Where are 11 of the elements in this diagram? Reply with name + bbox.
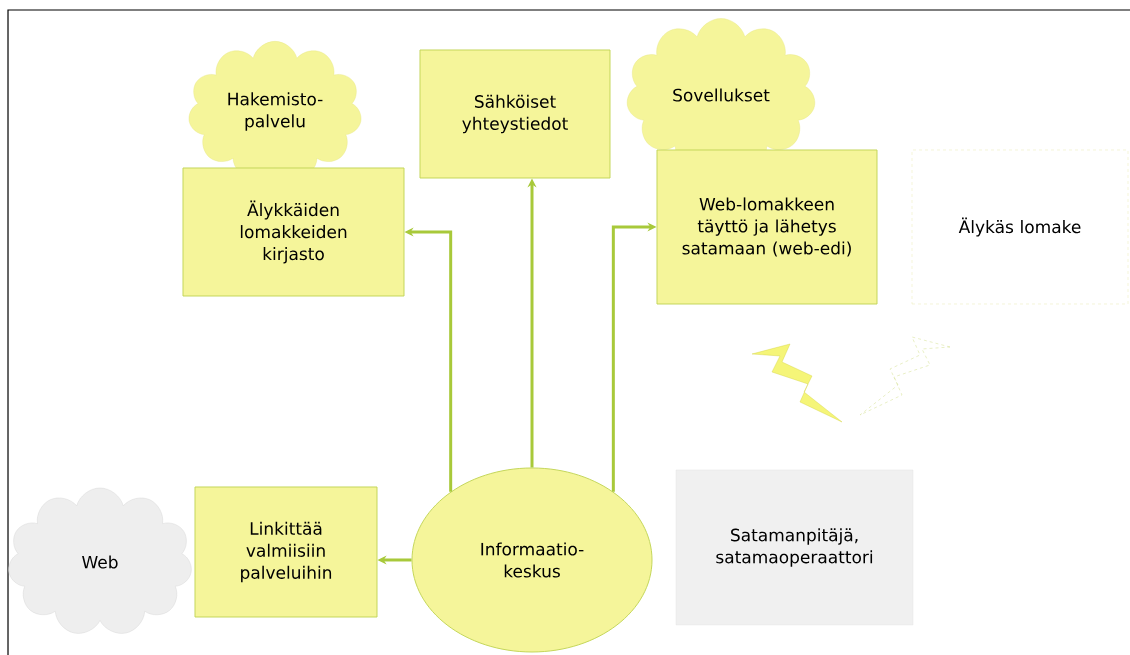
lightning-bolt — [751, 343, 843, 423]
text-box: Web-lomakkeen täyttö ja lähetys satamaan (web-edi) — [656, 149, 878, 305]
lightning-bolt — [859, 336, 951, 416]
dashed-box: Älykäs lomake — [911, 149, 1129, 305]
cloud: Hakemisto- palvelu — [188, 41, 362, 180]
text-box: Älykkäiden lomakkeiden kirjasto — [182, 167, 405, 297]
cloud: Web — [8, 487, 192, 634]
cloud: Sovellukset — [626, 18, 816, 169]
text-box: Linkittää valmiisiin palveluihin — [194, 486, 378, 618]
text-box: Sähköiset yhteystiedot — [419, 49, 611, 179]
text-box: Satamanpitäjä, satamaoperaattori — [675, 469, 914, 626]
